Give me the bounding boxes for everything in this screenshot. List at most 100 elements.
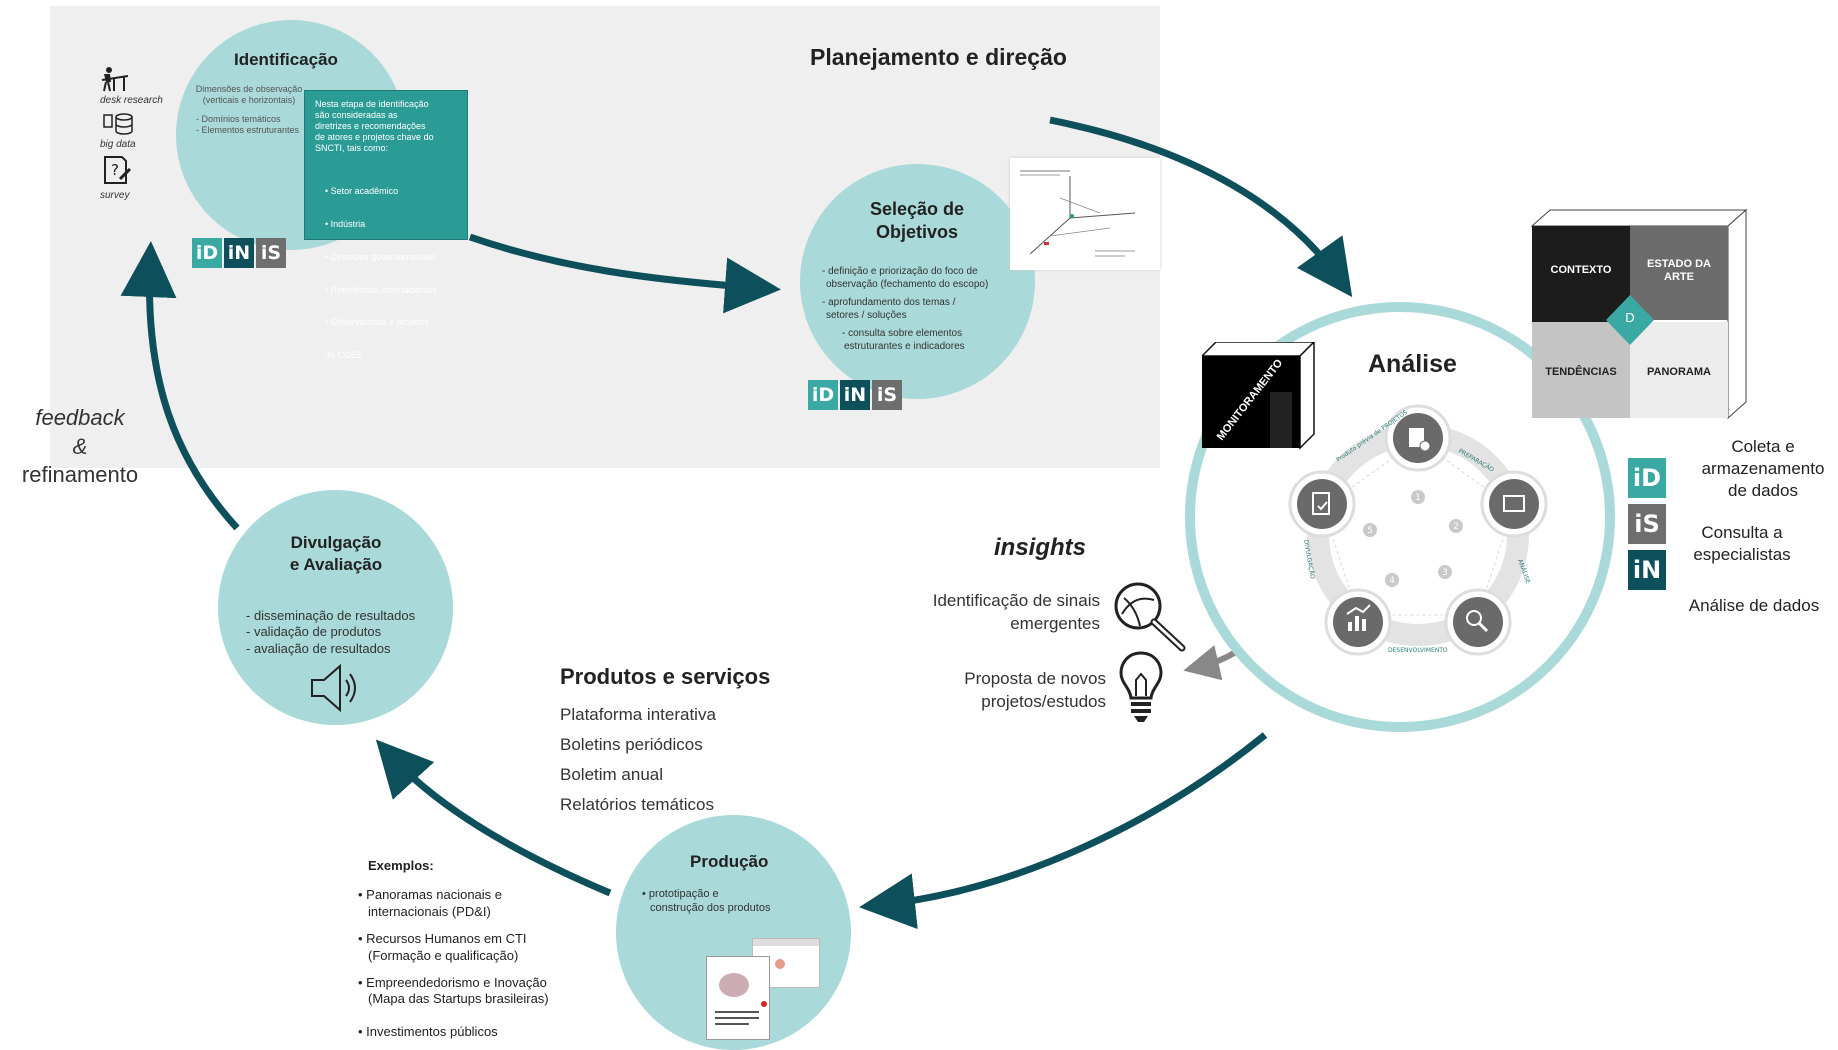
dimensoes-line: Dimensões de observação <box>195 84 303 94</box>
exemplo-line: internacionais (PD&I) <box>368 903 491 919</box>
exemplos-title: Exemplos: <box>368 858 434 873</box>
dimensoes-text: Dimensões de observação (verticais e hor… <box>194 84 304 107</box>
box-item: • Indústria <box>325 218 366 229</box>
divulgacao-item: - disseminação de resultados <box>246 608 416 623</box>
magnifier-icon <box>1114 582 1186 652</box>
method-label: desk research <box>100 95 163 106</box>
dimensoes-line: (verticais e horizontais) <box>202 95 296 106</box>
selecao-item-line: setores / soluções <box>826 309 907 321</box>
legend-is-text: Consulta a especialistas <box>1682 522 1802 566</box>
arrow-identificacao-to-selecao <box>468 233 781 314</box>
legend-line: Coleta e <box>1731 437 1795 456</box>
badge-is: iS <box>872 380 902 410</box>
selecao-item-line: observação (fechamento do escopo) <box>826 278 989 290</box>
produtos-item: Boletins periódicos <box>560 735 703 754</box>
exemplo-line: (Mapa das Startups brasileiras) <box>368 991 549 1007</box>
method-label: big data <box>100 138 136 150</box>
lightbulb-icon <box>1119 651 1163 722</box>
cycle-node-2 <box>1480 470 1548 538</box>
divulgacao-circle <box>218 490 453 725</box>
producao-item: construção dos produtos <box>650 901 771 914</box>
arrow-planejamento-to-analise <box>1049 116 1353 298</box>
box-line: de atores e projetos chave do <box>315 131 434 142</box>
monitoramento-cube-shape <box>1202 342 1316 450</box>
legend-badge-in: iN <box>1628 550 1666 590</box>
badge-in: iN <box>840 380 870 410</box>
insight-sinais: Identificação de sinais emergentes <box>880 590 1100 636</box>
exemplo-item: • Investimentos públicos <box>358 1024 549 1041</box>
insight-proposta: Proposta de novos projetos/estudos <box>880 668 1106 714</box>
selecao-badges: iD iN iS <box>808 380 902 410</box>
identificacao-badges: iD iN iS <box>192 238 286 268</box>
cycle-node-4 <box>1324 588 1392 656</box>
divulgacao-title-line: Divulgação <box>290 533 382 552</box>
scope-thumbnail <box>1010 158 1160 270</box>
feedback-line: feedback <box>35 405 125 430</box>
cycle-number: 5 <box>1367 526 1373 536</box>
insight-line: Identificação de sinais <box>932 591 1100 610</box>
cube-estado-da-arte: ESTADO DA ARTE <box>1630 258 1728 284</box>
legend-in-text: Análise de dados <box>1688 596 1820 615</box>
selecao-title: Seleção de Objetivos <box>852 198 982 243</box>
box-line: SNCTI, tais como: <box>315 142 389 153</box>
identificacao-title: Identificação <box>234 50 338 69</box>
scope-thumbnail-graphic <box>1020 170 1136 257</box>
produtos-item: Boletim anual <box>560 765 664 784</box>
exemplo-line: • Empreendedorismo e Inovação <box>358 974 547 990</box>
cycle-number: 3 <box>1442 568 1448 578</box>
exemplo-line: (Formação e qualificação) <box>368 947 519 963</box>
feedback-label: feedback & refinamento <box>10 404 150 490</box>
planejamento-title: Planejamento e direção <box>810 44 1067 70</box>
dominios-text: - Domínios temáticos - Elementos estrutu… <box>196 114 299 137</box>
badge-is: iS <box>256 238 286 268</box>
producao-screenshots <box>704 938 824 1042</box>
cube-estado-line: ESTADO DA <box>1647 258 1711 270</box>
exemplos-block: Exemplos: • Panoramas nacionais e intern… <box>358 858 549 1041</box>
arrow-feedback <box>120 241 240 531</box>
selecao-item-line: estruturantes e indicadores <box>844 340 965 352</box>
method-desk-research: desk research <box>100 66 180 108</box>
box-item: do CGEE <box>325 350 364 361</box>
cycle-node-3 <box>1444 588 1512 656</box>
produtos-item: Relatórios temáticos <box>560 795 715 814</box>
box-intro: Nesta etapa de identificação são conside… <box>315 99 457 154</box>
insight-line: projetos/estudos <box>981 691 1106 711</box>
context-cube-shape <box>1530 208 1748 420</box>
divulgacao-items: - disseminação de resultados - validação… <box>246 608 415 657</box>
method-label: survey <box>100 190 130 201</box>
identificacao-methods: desk research big data ? survey <box>100 66 180 203</box>
selecao-item-line: - consulta sobre elementos <box>842 328 963 339</box>
cycle-node-1 <box>1384 404 1452 472</box>
legend-line: armazenamento <box>1701 459 1825 479</box>
selecao-title-line: Objetivos <box>875 221 959 242</box>
box-item: • Diretrizes governamentais <box>325 251 436 262</box>
legend-line: especialistas <box>1693 545 1791 565</box>
selecao-title-line: Seleção de <box>869 199 965 219</box>
cycle-number: 2 <box>1453 522 1459 532</box>
selecao-item-line: - aprofundamento dos temas / <box>822 297 956 308</box>
box-line: diretrizes e recomendações <box>315 120 426 131</box>
selecao-items: - definição e priorização do foco de obs… <box>822 266 988 353</box>
insight-line: Proposta de novos <box>964 669 1106 688</box>
legend-id-text: Coleta e armazenamento de dados <box>1690 436 1836 502</box>
box-line: são consideradas as <box>315 109 398 120</box>
box-item: • Observatórios e projetos <box>325 317 429 328</box>
cube-panorama: PANORAMA <box>1647 366 1711 378</box>
exemplo-item: • Panoramas nacionais e internacionais (… <box>358 887 549 921</box>
cube-contexto: CONTEXTO <box>1550 264 1612 276</box>
cube-estado-line: ARTE <box>1664 271 1694 284</box>
box-line: Nesta etapa de identificação <box>315 99 429 109</box>
arrow-analise-to-producao <box>859 732 1268 930</box>
legend-badge-id: iD <box>1628 458 1666 498</box>
badge-id: iD <box>808 380 838 410</box>
legend-badge-is: iS <box>1628 504 1666 544</box>
dominios-line: - Elementos estruturantes <box>196 125 300 136</box>
badge-id: iD <box>192 238 222 268</box>
legend-line: Consulta a <box>1701 523 1783 542</box>
cycle-number: 4 <box>1389 576 1395 586</box>
analise-title: Análise <box>1368 350 1457 378</box>
legend-line: de dados <box>1728 481 1798 501</box>
dominios-line: - Domínios temáticos <box>196 114 281 124</box>
